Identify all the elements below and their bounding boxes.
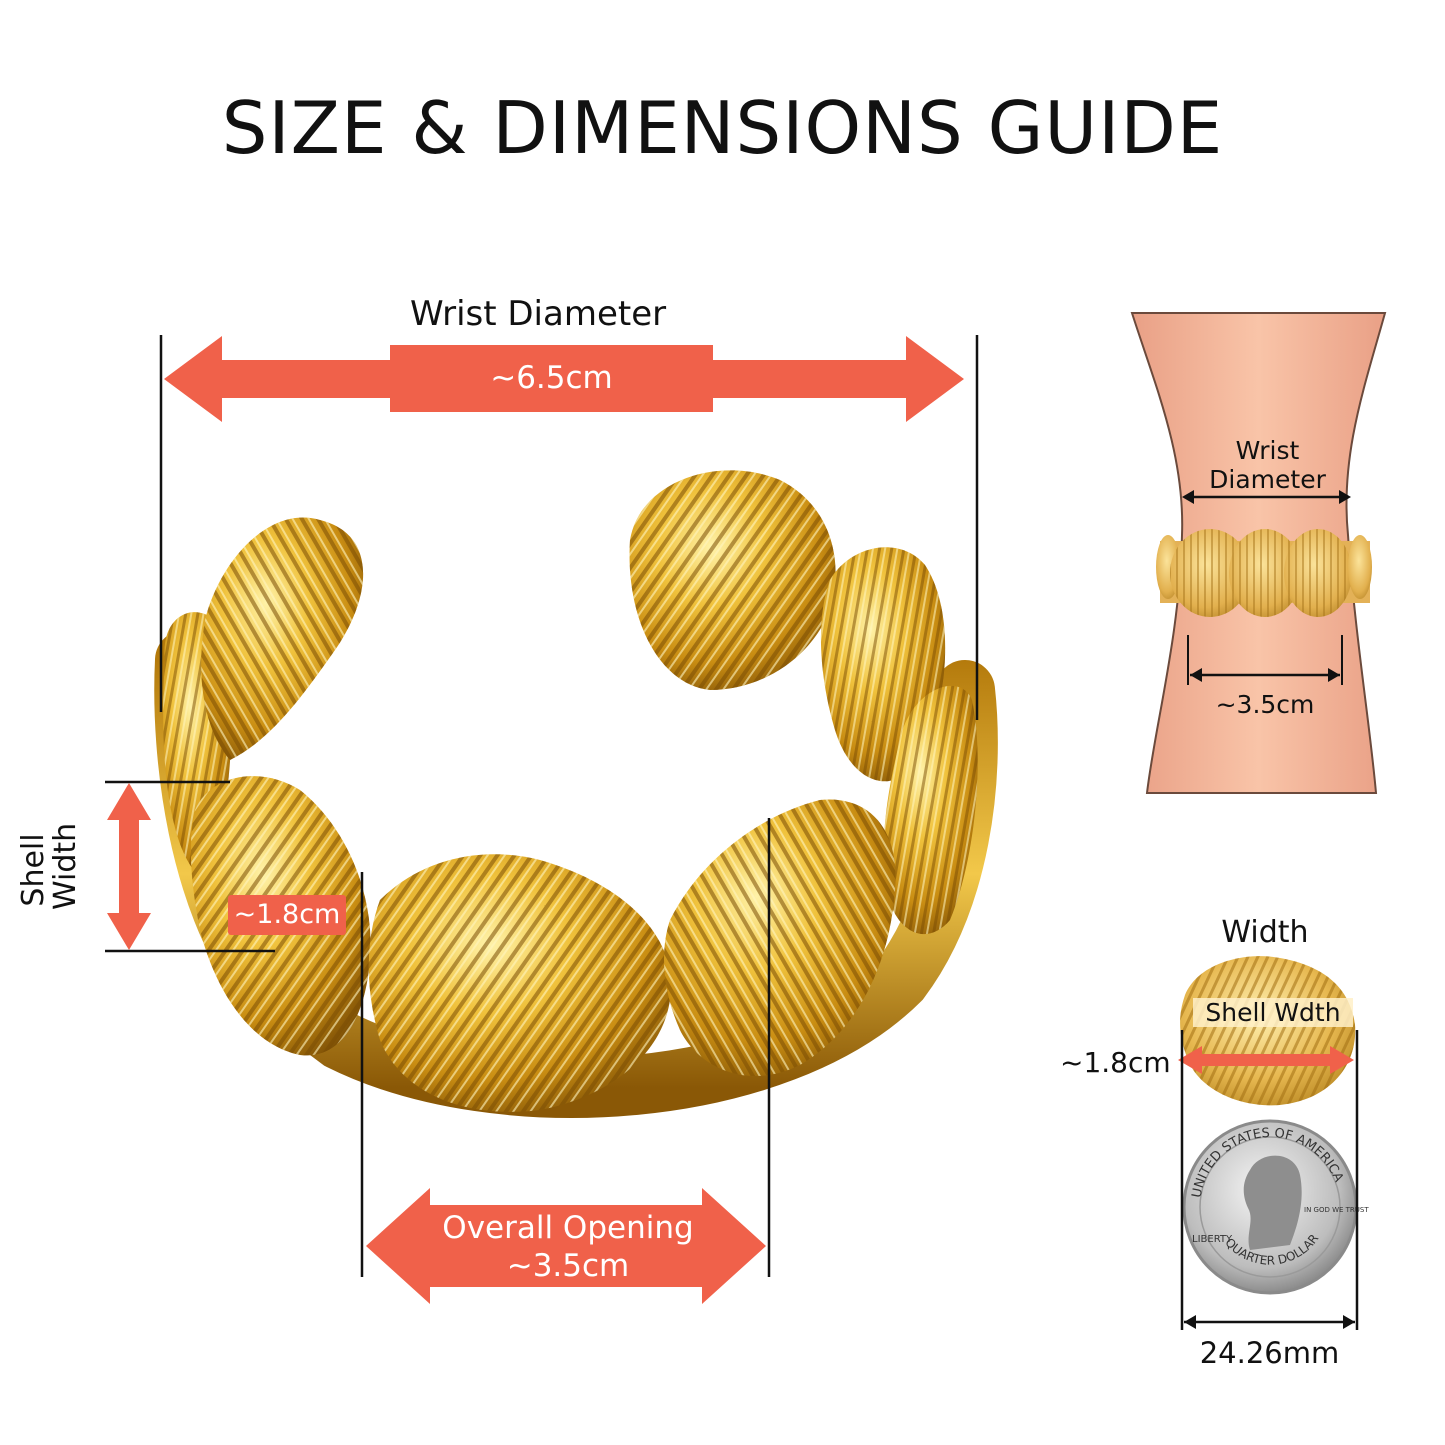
shell-inset-title: Width: [1221, 915, 1309, 950]
inset-wrist-arrow: [1182, 490, 1351, 504]
shell-front-center: [368, 854, 672, 1112]
inset-wrist-label: Wrist Diameter: [1190, 436, 1345, 494]
inset-opening-value: ~3.5cm: [1215, 690, 1315, 719]
shell-top-right: [629, 470, 836, 690]
shell-width-value: ~1.8cm: [233, 899, 341, 930]
shell-inset-label: Shell Wdth: [1193, 998, 1353, 1027]
coin-text-motto: IN GOD WE TRUST: [1304, 1206, 1369, 1214]
shell-top-left: [201, 517, 364, 760]
shell-width-label-line1: Shell: [16, 833, 51, 907]
coin-text-liberty: LIBERTY: [1192, 1234, 1233, 1245]
coin-diameter-arrow: [1184, 1315, 1355, 1329]
overall-opening-label: Overall Opening: [442, 1210, 694, 1246]
shell-inset-value: ~1.8cm: [1060, 1046, 1171, 1079]
overall-opening-value: ~3.5cm: [506, 1248, 630, 1284]
coin-portrait: [1243, 1155, 1302, 1250]
overall-opening-arrow: [366, 1188, 766, 1304]
shell-front-right: [664, 799, 896, 1077]
inset-shell-arrow: [1178, 1046, 1354, 1074]
shell-width-label-line2: Width: [48, 822, 83, 910]
wrist-diameter-arrow: [164, 336, 964, 422]
shell-width-arrow: [107, 783, 151, 950]
wrist-bracelet-shells: [1156, 529, 1372, 617]
coin-diameter-value: 24.26mm: [1199, 1336, 1340, 1370]
inset-wrist-label-line1: Wrist: [1235, 436, 1300, 465]
wrist-inset: [1130, 312, 1387, 794]
inset-wrist-label-line2: Diameter: [1209, 465, 1326, 494]
inset-opening-arrow: [1187, 635, 1343, 685]
wrist-diameter-value: ~6.5cm: [490, 360, 613, 396]
page-title: SIZE & DIMENSIONS GUIDE: [221, 86, 1224, 170]
shell-coin-inset: UNITED STATES OF AMERICA QUARTER DOLLAR …: [1178, 956, 1369, 1330]
shell-width-badge: [228, 895, 346, 935]
shell-right-side: [883, 685, 978, 935]
wrist-diameter-label: Wrist Diameter: [410, 294, 667, 334]
shell-width-label: Shell Width: [16, 823, 98, 910]
